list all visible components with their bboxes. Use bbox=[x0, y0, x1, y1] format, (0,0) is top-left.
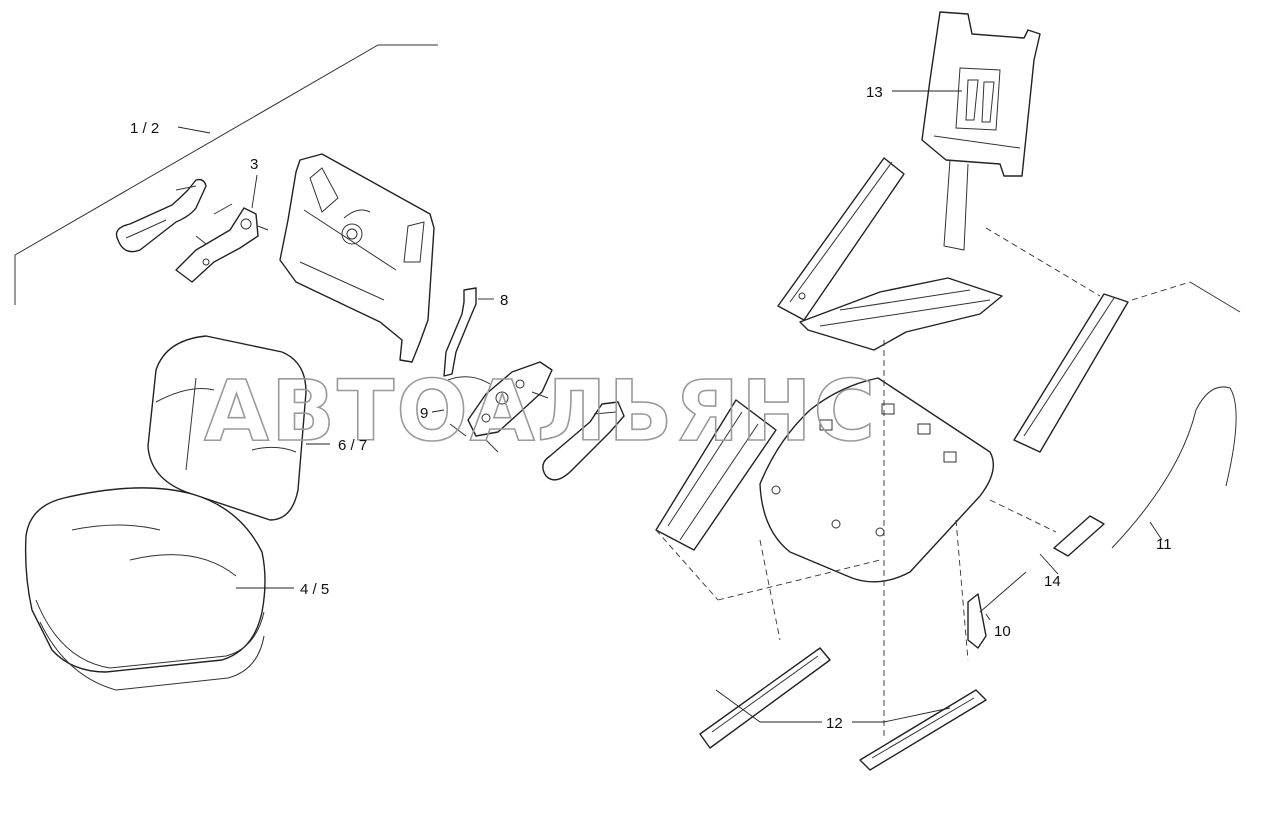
callout-8: 8 bbox=[500, 292, 508, 309]
side-rail-right bbox=[1013, 293, 1129, 453]
armrest-right bbox=[542, 401, 625, 481]
recliner-mechanism bbox=[447, 361, 553, 453]
knob-14 bbox=[1053, 515, 1105, 557]
armrest-group-frame bbox=[14, 44, 438, 305]
callout-13: 13 bbox=[866, 84, 883, 101]
side-rail-left bbox=[777, 157, 905, 321]
callout-6-7: 6 / 7 bbox=[338, 437, 367, 454]
suspension-slide bbox=[655, 399, 777, 551]
backrest-mount-bracket bbox=[921, 11, 1041, 251]
callout-3: 3 bbox=[250, 156, 258, 173]
long-bolt bbox=[1189, 281, 1241, 313]
callout-11: 11 bbox=[1156, 536, 1172, 553]
armrest-bracket bbox=[175, 203, 269, 283]
callout-1-2: 1 / 2 bbox=[130, 120, 159, 137]
cable bbox=[1111, 386, 1237, 549]
release-handle bbox=[967, 571, 1027, 649]
seat-pan bbox=[759, 377, 994, 583]
backrest-frame bbox=[279, 153, 435, 363]
leader-lines bbox=[177, 90, 1163, 723]
callout-14: 14 bbox=[1044, 573, 1061, 590]
armrest-left bbox=[115, 178, 207, 253]
assembly-lines bbox=[655, 227, 1191, 740]
watermark-text: АВТОАЛЬЯНС bbox=[204, 362, 877, 460]
callout-9: 9 bbox=[420, 405, 428, 422]
tilt-lever bbox=[443, 287, 477, 377]
seat-cushion bbox=[24, 487, 266, 691]
callout-12: 12 bbox=[826, 715, 843, 732]
callout-4-5: 4 / 5 bbox=[300, 581, 329, 598]
floor-rail-left bbox=[699, 647, 831, 749]
floor-rail-right bbox=[859, 689, 987, 771]
backrest-cushion bbox=[147, 335, 307, 521]
cross-frame bbox=[799, 277, 1003, 351]
callout-10: 10 bbox=[994, 623, 1011, 640]
